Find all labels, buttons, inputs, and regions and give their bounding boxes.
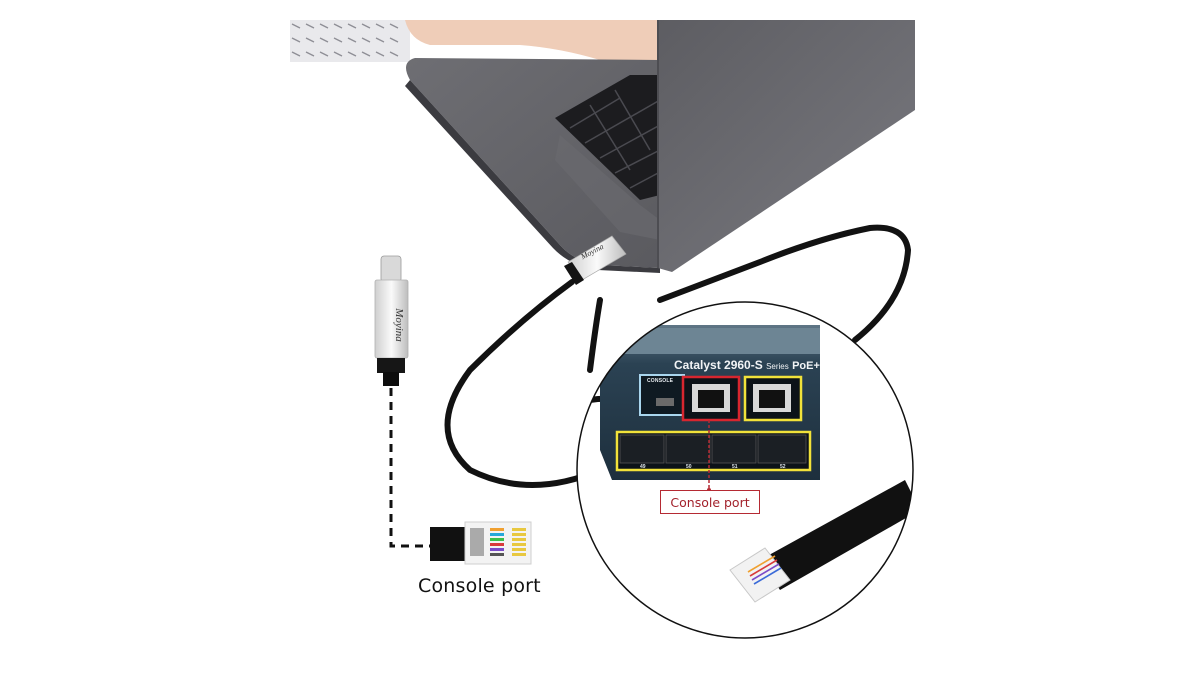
sfp-port-number: 52 — [780, 464, 786, 470]
sleeve — [290, 20, 410, 62]
switch-console-tag: CONSOLE — [647, 378, 674, 384]
switch-model-name: Catalyst 2960-S — [674, 358, 763, 372]
usb-c-plug-inserted — [564, 235, 627, 285]
switch-series-text: Series — [766, 362, 789, 371]
cable — [444, 279, 603, 488]
brand-text-plug: Moyina — [393, 308, 405, 342]
sfp-port-number: 49 — [640, 464, 646, 470]
switch-inset — [576, 301, 914, 639]
keyboard — [555, 75, 661, 200]
inset-console-port-caption: Console port — [660, 490, 760, 514]
usb-c-plug-standalone — [374, 255, 409, 386]
laptop-lid — [658, 20, 915, 272]
console-port-caption: Console port — [418, 575, 541, 597]
sfp-port-number: 51 — [732, 464, 738, 470]
dashed-connector-line — [389, 388, 452, 548]
sfp-port-number: 50 — [686, 464, 692, 470]
hand — [405, 20, 660, 80]
rj45-plug-standalone — [430, 521, 532, 565]
switch-model-label: Catalyst 2960-S Series PoE+ — [674, 358, 820, 372]
switch-poe-text: PoE+ — [792, 360, 820, 372]
